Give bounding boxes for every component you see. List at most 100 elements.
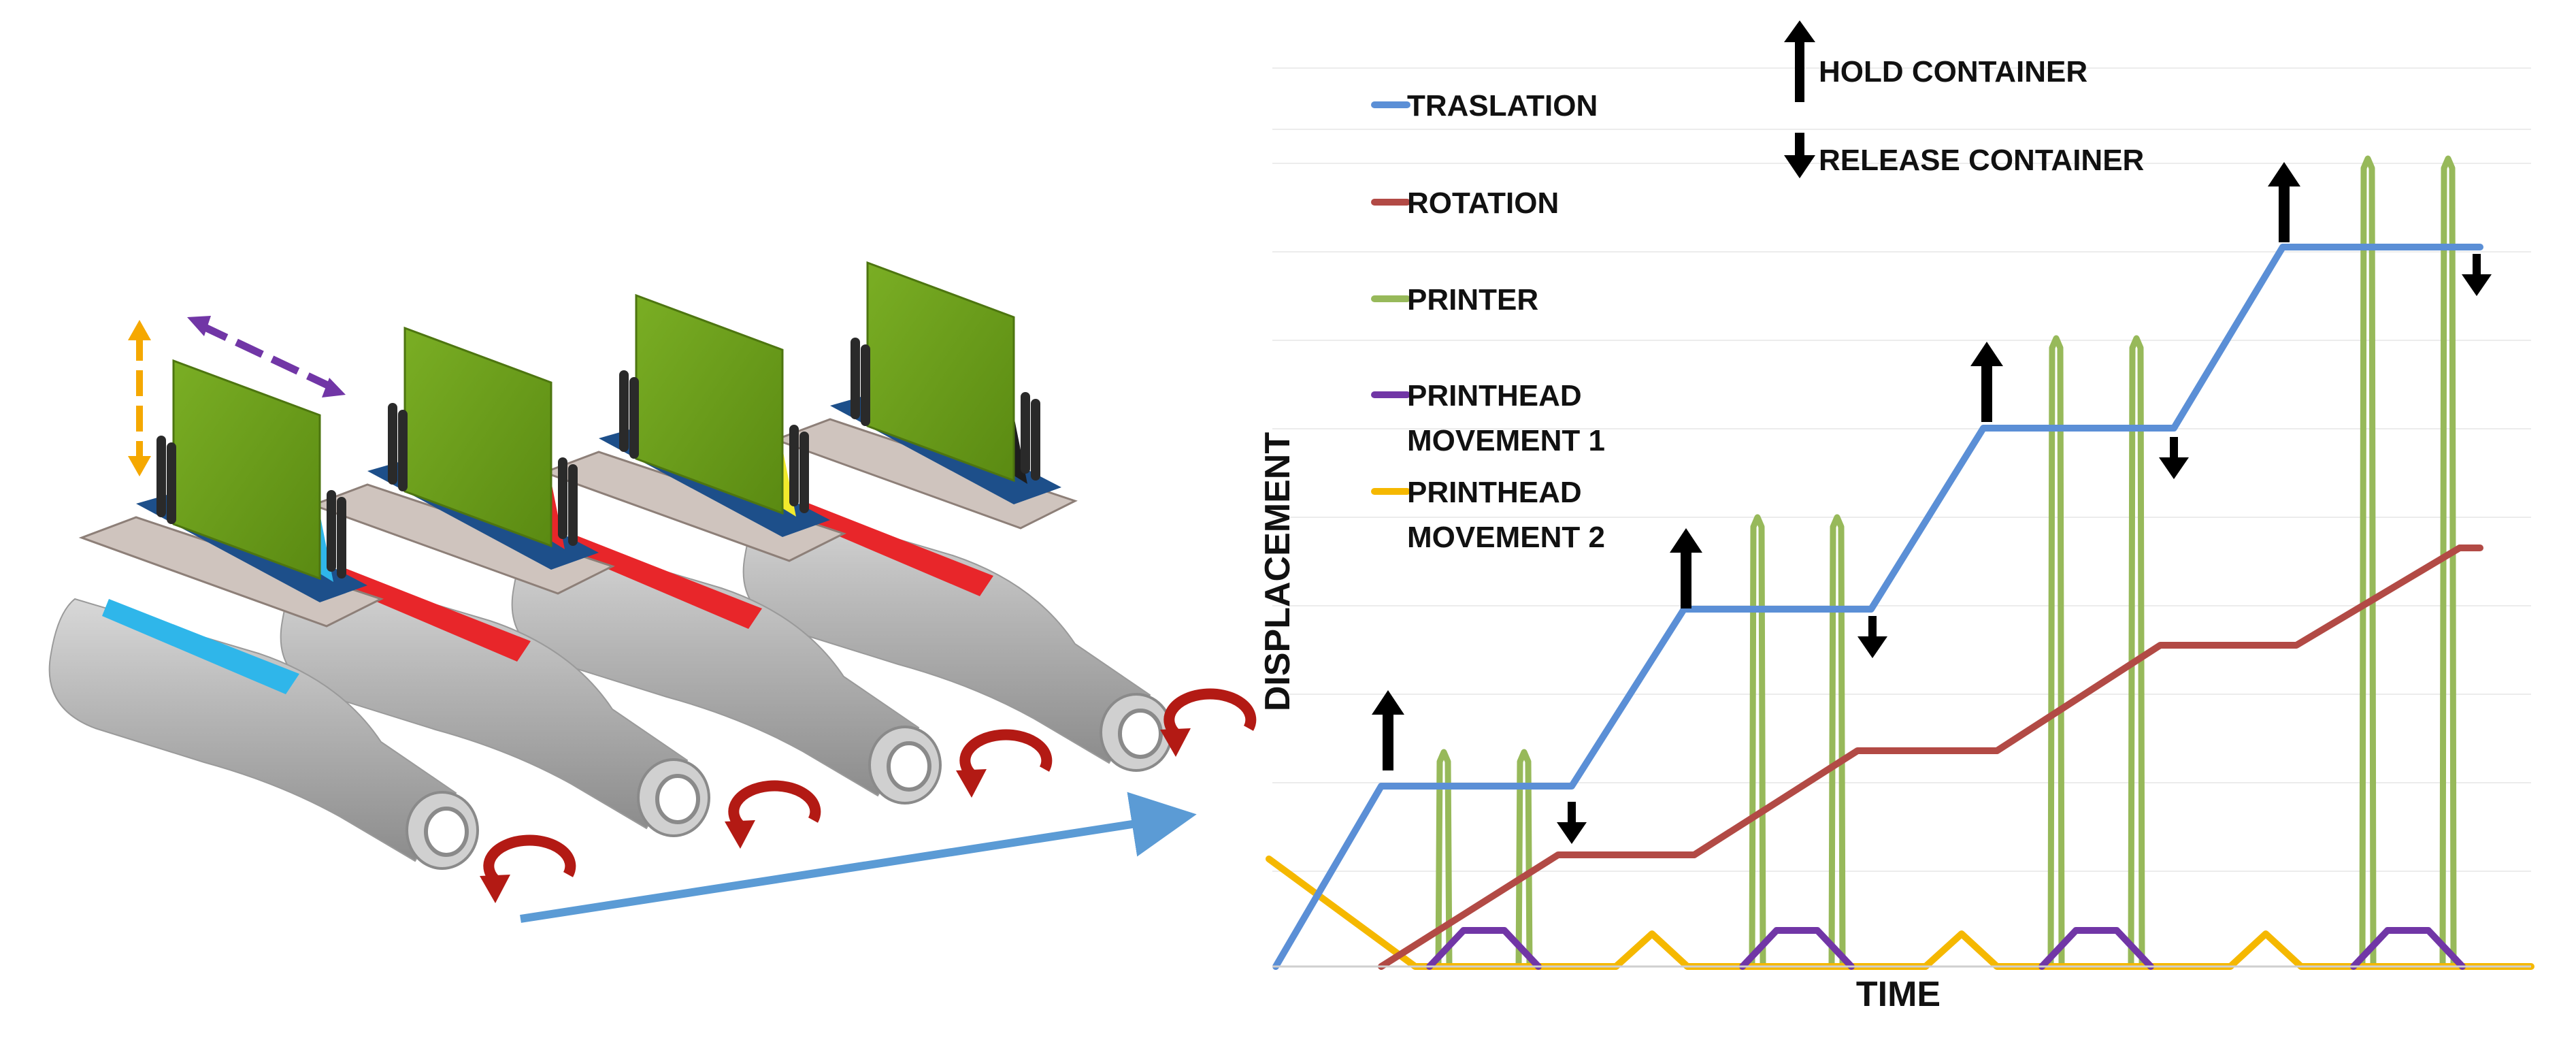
cable-connector bbox=[789, 425, 799, 506]
series-printhead-movement-1 bbox=[1426, 927, 1542, 970]
printed-stripe bbox=[333, 566, 531, 662]
cable-connector bbox=[558, 457, 567, 539]
down-arrow-icon bbox=[1784, 133, 1815, 178]
cable-connector bbox=[1021, 392, 1030, 474]
bottle-body bbox=[280, 565, 689, 830]
lateral-motion-arrow bbox=[199, 322, 335, 391]
bottle-body bbox=[511, 532, 920, 797]
y-axis-label: DISPLACEMENT bbox=[1258, 432, 1298, 711]
print-module bbox=[541, 293, 846, 562]
cable-connector bbox=[388, 403, 397, 485]
legend-item-printhead-movement-1: PRINTHEAD MOVEMENT 1 bbox=[1371, 379, 1605, 457]
legend-item-printhead-movement-2: PRINTHEAD MOVEMENT 2 bbox=[1371, 476, 1605, 554]
legend-hold-container: HOLD CONTAINER bbox=[1784, 20, 2087, 102]
arrow-head-up-icon bbox=[128, 320, 151, 340]
printer-pulse bbox=[1435, 749, 1453, 970]
series-rotation bbox=[1378, 545, 2483, 970]
legend-item-rotation: ROTATION bbox=[1371, 186, 1559, 220]
chart-legend: TRASLATION ROTATION PRINTER PRINTHEAD MO… bbox=[1371, 20, 2144, 554]
print-module bbox=[772, 261, 1078, 530]
chart-series bbox=[1266, 155, 2534, 970]
hold-container-arrow-icon bbox=[1970, 342, 2003, 422]
legend-label-printhead-movement-2-line1: PRINTHEAD bbox=[1407, 476, 1582, 509]
print-module bbox=[310, 326, 615, 595]
hold-release-arrows bbox=[1372, 162, 2492, 844]
arrow-head-right-icon bbox=[322, 378, 346, 397]
release-container-arrow-icon bbox=[1857, 616, 1887, 658]
cable-connector bbox=[629, 377, 639, 459]
bottle-mouth-opening bbox=[1118, 709, 1163, 759]
legend-label-printhead-movement-1-line1: PRINTHEAD bbox=[1407, 379, 1582, 412]
bottle bbox=[48, 598, 479, 870]
x-axis-label: TIME bbox=[1856, 975, 1941, 1014]
legend-label-hold-container: HOLD CONTAINER bbox=[1819, 55, 2087, 88]
bottle-body bbox=[48, 598, 457, 862]
series-printhead-movement-2 bbox=[1266, 856, 2534, 970]
printed-stripe bbox=[796, 501, 993, 596]
cable-connector bbox=[337, 497, 346, 579]
cable-connector bbox=[156, 436, 166, 517]
printer-pulse bbox=[2359, 155, 2377, 970]
printed-stripe bbox=[102, 599, 299, 694]
cable-connector bbox=[568, 464, 578, 546]
legend-label-printer: PRINTER bbox=[1407, 283, 1538, 316]
release-container-arrow-icon bbox=[1557, 802, 1587, 844]
legend-label-release-container: RELEASE CONTAINER bbox=[1819, 144, 2144, 177]
printing-machine-illustration bbox=[48, 261, 1257, 923]
up-arrow-icon bbox=[1784, 20, 1815, 102]
hold-container-arrow-icon bbox=[1670, 528, 1702, 608]
cable-connector bbox=[167, 442, 176, 524]
cable-connector bbox=[861, 344, 870, 426]
bottle-mouth-opening bbox=[887, 741, 931, 792]
release-container-arrow-icon bbox=[2462, 254, 2492, 296]
cable-connector bbox=[398, 410, 408, 491]
series-traslation bbox=[1272, 244, 2483, 970]
timing-chart: TIME DISPLACEMENT bbox=[1258, 67, 2534, 1014]
printer-pulse bbox=[1749, 514, 1766, 970]
cable-connector bbox=[619, 370, 629, 452]
legend-label-traslation: TRASLATION bbox=[1407, 89, 1598, 123]
printer-pulse bbox=[2439, 155, 2457, 970]
printed-stripe bbox=[565, 534, 762, 629]
bottle bbox=[280, 565, 710, 837]
rotation-arrow-head-icon bbox=[956, 769, 987, 798]
bottle bbox=[742, 500, 1173, 772]
printer-pulse bbox=[1515, 749, 1533, 970]
module-plate bbox=[310, 483, 615, 595]
module-plate bbox=[78, 516, 384, 628]
rotation-arrow bbox=[959, 729, 1053, 781]
module-plate bbox=[541, 451, 846, 562]
legend-item-traslation: TRASLATION bbox=[1371, 89, 1598, 123]
arrow-head-down-icon bbox=[128, 456, 151, 476]
bottle bbox=[511, 532, 942, 805]
rotation-arrow bbox=[483, 834, 576, 886]
bottle-body bbox=[742, 500, 1151, 764]
rotation-arrow bbox=[1163, 688, 1257, 740]
bottle-mouth-opening bbox=[424, 807, 469, 857]
bottle-mouth-opening bbox=[655, 774, 700, 824]
print-module bbox=[78, 359, 384, 628]
printer-pulse bbox=[1828, 514, 1846, 970]
series-printhead-movement-1 bbox=[2350, 927, 2466, 970]
legend-label-printhead-movement-2-line2: MOVEMENT 2 bbox=[1407, 521, 1605, 554]
hold-container-arrow-icon bbox=[2268, 162, 2300, 242]
series-printhead-movement-1 bbox=[2038, 927, 2154, 970]
rotation-arrow-head-icon bbox=[1160, 728, 1191, 757]
cable-connector bbox=[799, 432, 809, 513]
rotation-arrow bbox=[728, 780, 821, 832]
series-printhead-movement-1 bbox=[1739, 927, 1855, 970]
arrow-head-left-icon bbox=[187, 316, 211, 336]
module-plate bbox=[772, 418, 1078, 530]
printer-pulse bbox=[2047, 335, 2065, 970]
release-container-arrow-icon bbox=[2159, 437, 2189, 479]
legend-item-printer: PRINTER bbox=[1371, 283, 1538, 316]
cable-connector bbox=[327, 490, 336, 572]
legend-label-rotation: ROTATION bbox=[1407, 186, 1559, 220]
cable-connector bbox=[1031, 399, 1040, 481]
printer-pulse bbox=[2128, 335, 2145, 970]
rotation-arrow-head-icon bbox=[725, 820, 755, 849]
translation-arrow bbox=[520, 792, 1197, 923]
chart-gridlines bbox=[1272, 67, 2531, 872]
cable-connector bbox=[851, 338, 860, 419]
